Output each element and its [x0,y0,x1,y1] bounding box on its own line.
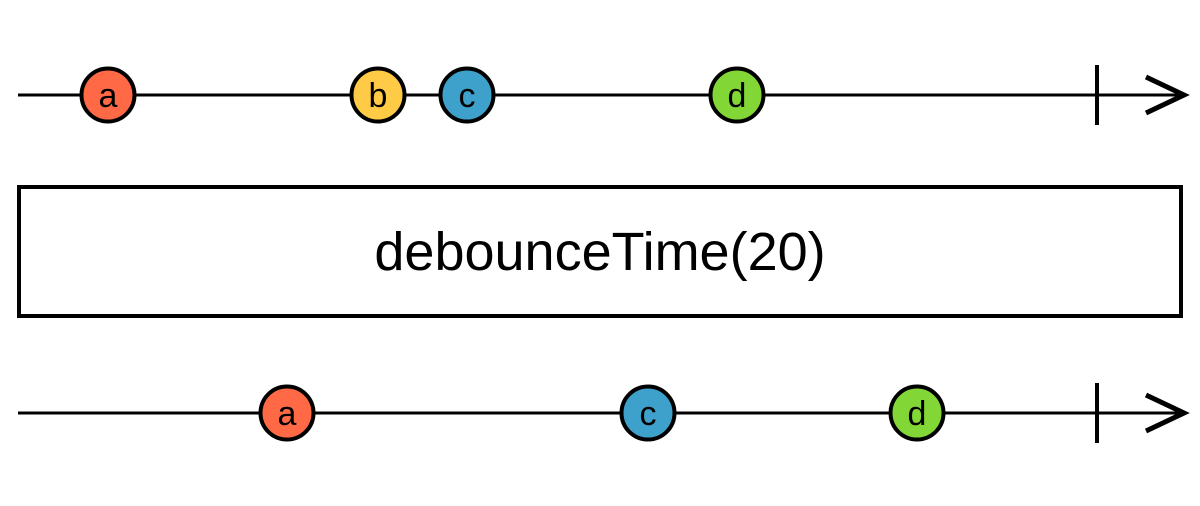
marble-circle [79,66,137,124]
output-marble-d: d [888,384,946,442]
operator-box: debounceTime(20) [17,185,1183,318]
marble-label: d [908,395,927,433]
marble-circle [438,66,496,124]
source-marble-d: d [708,66,766,124]
output-stream: a c d [18,383,1190,443]
output-arrowhead-icon [1144,392,1190,434]
operator-rect [17,185,1183,318]
source-marble-c: c [438,66,496,124]
output-marble-c: c [619,384,677,442]
marble-circle [349,66,407,124]
marble-label: d [728,77,747,115]
marble-circle [888,384,946,442]
marble-label: a [99,77,118,115]
marble-label: c [459,77,476,115]
operator-label: debounceTime(20) [374,222,825,282]
marble-label: a [278,395,297,433]
marble-circle [619,384,677,442]
source-marble-b: b [349,66,407,124]
marble-label: c [640,395,657,433]
source-arrowhead-icon [1144,74,1190,116]
marble-label: b [369,77,388,115]
output-marble-a: a [258,384,316,442]
source-marble-a: a [79,66,137,124]
source-stream: a b c d [18,65,1190,125]
marble-circle [258,384,316,442]
marble-circle [708,66,766,124]
